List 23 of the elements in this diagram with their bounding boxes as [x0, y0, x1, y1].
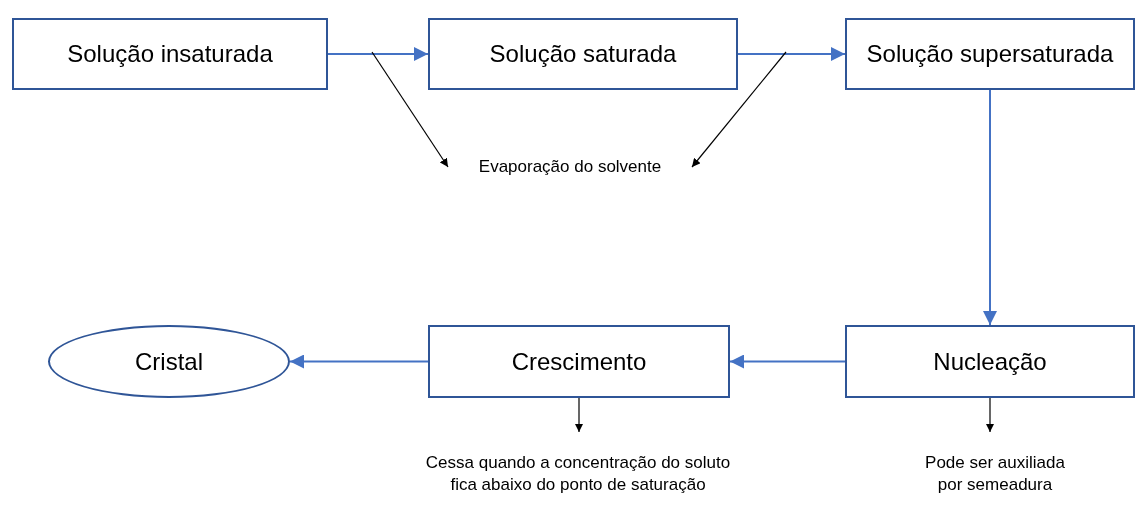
- process-box: [845, 325, 1135, 398]
- arrow: [289, 354, 429, 369]
- box-label: Solução supersaturada: [866, 40, 1114, 68]
- process-box: [12, 18, 328, 90]
- box-label: Nucleação: [933, 347, 1047, 376]
- arrow: [729, 354, 846, 369]
- arrow: [737, 47, 846, 61]
- arrow: [371, 51, 449, 168]
- arrow: [691, 51, 787, 168]
- arrow: [327, 47, 429, 61]
- arrow: [574, 397, 584, 433]
- box-label: Solução insaturada: [67, 40, 273, 68]
- process-box: [428, 325, 730, 398]
- box-label: Cristal: [135, 347, 203, 376]
- box-label: Crescimento: [511, 347, 647, 376]
- process-box: [428, 18, 738, 90]
- process-box: [845, 18, 1135, 90]
- box-label: Solução saturada: [489, 40, 677, 68]
- arrow: [983, 89, 997, 326]
- note-text: Cessa quando a concentração do soluto fica abaixo do ponto de saturação: [424, 451, 732, 496]
- arrow: [985, 397, 995, 433]
- note-text: Pode ser auxiliada por semeadura: [925, 451, 1065, 496]
- note-text: Evaporação do solvente: [478, 155, 662, 178]
